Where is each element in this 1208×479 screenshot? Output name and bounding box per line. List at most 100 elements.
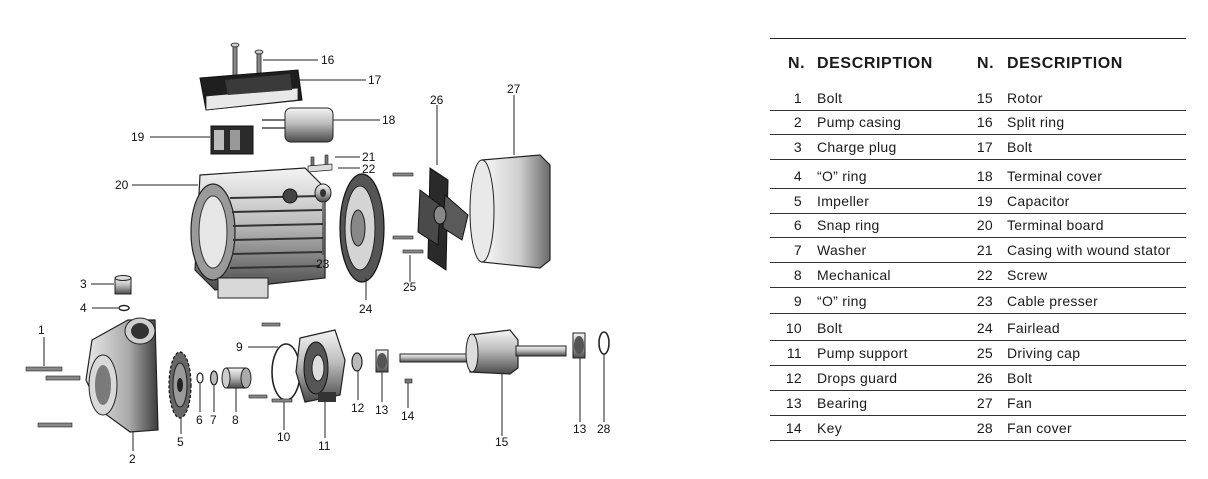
pump-casing-2-part	[85, 317, 159, 433]
part-number-right: 19	[976, 193, 993, 209]
callout-16: 28	[597, 422, 611, 436]
part-description-right: Capacitor	[1007, 193, 1070, 209]
part-description-left: Bolt	[817, 320, 843, 336]
part-description-left: Pump casing	[817, 114, 902, 130]
part-number-right: 25	[976, 345, 993, 361]
fan-cover-28-part	[469, 154, 551, 269]
stator-casing-21-part	[190, 167, 326, 299]
impeller-5-part	[168, 351, 192, 419]
callout-23: 22	[362, 162, 376, 176]
header-description-left: DESCRIPTION	[817, 55, 933, 72]
header-n-right: N.	[977, 55, 995, 72]
callout-24: 23	[316, 257, 330, 271]
terminal-board-20-part	[210, 125, 254, 155]
callout-15: 15	[495, 435, 509, 449]
fan-27-part	[417, 167, 469, 271]
part-number-right: 21	[976, 242, 993, 258]
part-description-left: Snap ring	[817, 217, 880, 233]
callout-3: 3	[80, 277, 87, 291]
terminal-cover-18-part	[199, 69, 303, 111]
callout-17: 16	[321, 53, 335, 67]
part-description-left: Impeller	[817, 193, 870, 209]
screw-22-part	[307, 154, 333, 173]
part-number-right: 17	[976, 139, 993, 155]
table-row: 12 Drops guard 26 Bolt	[770, 366, 1186, 391]
part-description-right: Fan cover	[1007, 420, 1072, 436]
part-number-left: 1	[793, 90, 802, 106]
part-number-left: 8	[793, 267, 802, 283]
part-number-right: 24	[976, 320, 993, 336]
washer-7-part	[209, 370, 219, 386]
part-number-left: 12	[785, 370, 802, 386]
callout-9: 9	[236, 340, 243, 354]
part-number-right: 18	[976, 168, 993, 184]
part-number-left: 2	[793, 114, 802, 130]
part-description-left: Mechanical	[817, 267, 891, 283]
callout-27: 26	[430, 93, 444, 107]
part-description-right: Casing with wound stator	[1007, 242, 1171, 258]
bolt-26-part	[392, 172, 424, 254]
callout-4: 4	[80, 301, 87, 315]
part-description-left: “O” ring	[817, 293, 867, 309]
part-number-right: 22	[976, 267, 993, 283]
bearing-13-part	[375, 349, 389, 373]
driving-cap-25-part	[339, 173, 385, 283]
part-number-right: 23	[976, 293, 993, 309]
part-description-right: Bolt	[1007, 370, 1033, 386]
callout-25: 24	[359, 302, 373, 316]
part-number-left: 7	[793, 242, 802, 258]
callout-22: 21	[362, 150, 376, 164]
part-number-left: 14	[785, 420, 802, 436]
bolt-1-part	[25, 366, 81, 428]
callout-6: 6	[196, 413, 203, 427]
callout-20: 19	[131, 130, 145, 144]
callout-11: 11	[318, 439, 331, 453]
part-description-right: Split ring	[1007, 114, 1065, 130]
part-number-left: 10	[785, 320, 802, 336]
part-number-right: 26	[976, 370, 993, 386]
part-number-right: 20	[976, 217, 993, 233]
drops-guard-12-part	[351, 352, 363, 372]
callout-labels: 16 17 18 19 21 22 20 26 27 23 24 25 3 4 …	[38, 53, 611, 466]
callout-12: 12	[351, 401, 365, 415]
callout-2: 2	[129, 452, 136, 466]
part-number-right: 16	[976, 114, 993, 130]
part-description-left: Pump support	[817, 345, 908, 361]
callout-26: 25	[403, 280, 417, 294]
part-description-left: Bearing	[817, 395, 868, 411]
callout-13: 13	[375, 403, 389, 417]
part-description-right: Driving cap	[1007, 345, 1081, 361]
callout-21: 20	[115, 178, 129, 192]
bearing-13b-part	[572, 332, 586, 359]
part-description-left: Charge plug	[817, 139, 897, 155]
callout-10: 10	[277, 430, 291, 444]
bolt-10-part	[248, 322, 293, 403]
callout-8: 8	[232, 413, 239, 427]
part-number-left: 11	[786, 345, 802, 361]
mechanical-8-part	[221, 367, 252, 389]
table-row: 8 Mechanical 22 Screw	[770, 263, 1186, 288]
leader-lines	[43, 59, 605, 451]
key-14-part	[404, 378, 413, 384]
part-description-right: Screw	[1007, 267, 1048, 283]
part-number-left: 4	[793, 168, 802, 184]
table-top-rule	[770, 38, 1186, 39]
part-description-left: Bolt	[817, 90, 843, 106]
part-description-right: Bolt	[1007, 139, 1033, 155]
callout-28: 27	[507, 82, 521, 96]
table-row: 11 Pump support 25 Driving cap	[770, 341, 1186, 366]
fairlead-24-part	[314, 183, 332, 203]
part-number-right: 28	[976, 420, 993, 436]
pump-support-11-part	[295, 329, 346, 403]
part-description-right: Cable presser	[1007, 293, 1099, 309]
snap-ring-6-part	[196, 372, 204, 384]
part-number-right: 15	[976, 90, 993, 106]
part-description-left: Drops guard	[817, 370, 898, 386]
rotor-15-part	[399, 329, 567, 375]
